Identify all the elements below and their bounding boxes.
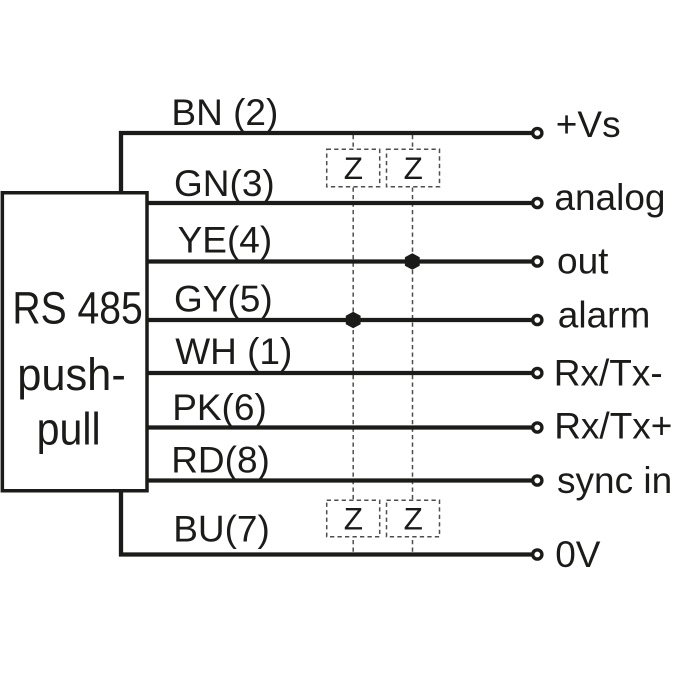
svg-text:Rx/Tx+: Rx/Tx+ [554, 405, 672, 446]
svg-text:WH (1): WH (1) [175, 331, 292, 372]
svg-text:RS 485: RS 485 [12, 282, 142, 333]
svg-text:BU(7): BU(7) [173, 508, 270, 549]
svg-text:RD(8): RD(8) [171, 440, 270, 481]
svg-text:PK(6): PK(6) [172, 387, 267, 428]
svg-text:Rx/Tx-: Rx/Tx- [554, 353, 663, 394]
svg-text:GY(5): GY(5) [174, 278, 273, 319]
svg-text:Z: Z [344, 150, 363, 186]
svg-text:sync in: sync in [557, 460, 672, 501]
svg-text:out: out [557, 240, 609, 281]
svg-text:GN(3): GN(3) [174, 163, 275, 204]
svg-text:Z: Z [404, 501, 423, 537]
svg-text:Z: Z [344, 501, 363, 537]
svg-text:analog: analog [554, 177, 665, 218]
svg-text:pull: pull [37, 403, 101, 454]
svg-text:+Vs: +Vs [556, 104, 621, 145]
svg-text:alarm: alarm [558, 295, 651, 336]
svg-text:Z: Z [404, 150, 423, 186]
svg-text:YE(4): YE(4) [178, 219, 273, 260]
svg-text:BN (2): BN (2) [171, 92, 278, 133]
svg-text:push-: push- [17, 349, 126, 400]
svg-text:0V: 0V [555, 534, 601, 575]
